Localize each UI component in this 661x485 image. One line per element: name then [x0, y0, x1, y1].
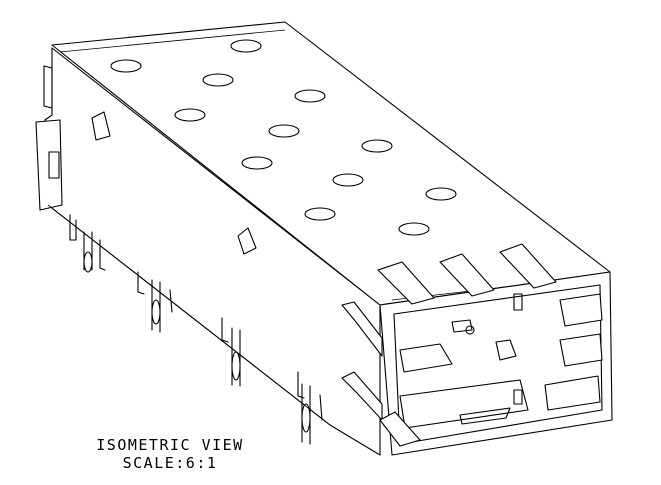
side-spring-fingers	[341, 301, 421, 447]
press-fit-pins	[47, 204, 331, 445]
top-spring-fingers	[377, 243, 557, 305]
rear-bracket	[35, 65, 63, 211]
view-label: ISOMETRIC VIEW	[96, 436, 244, 454]
front-opening	[379, 271, 613, 456]
side-tab-1	[91, 111, 111, 141]
top-vent-holes	[110, 39, 457, 236]
scale-label: SCALE:6:1	[122, 454, 218, 472]
side-tab-2	[237, 227, 257, 255]
